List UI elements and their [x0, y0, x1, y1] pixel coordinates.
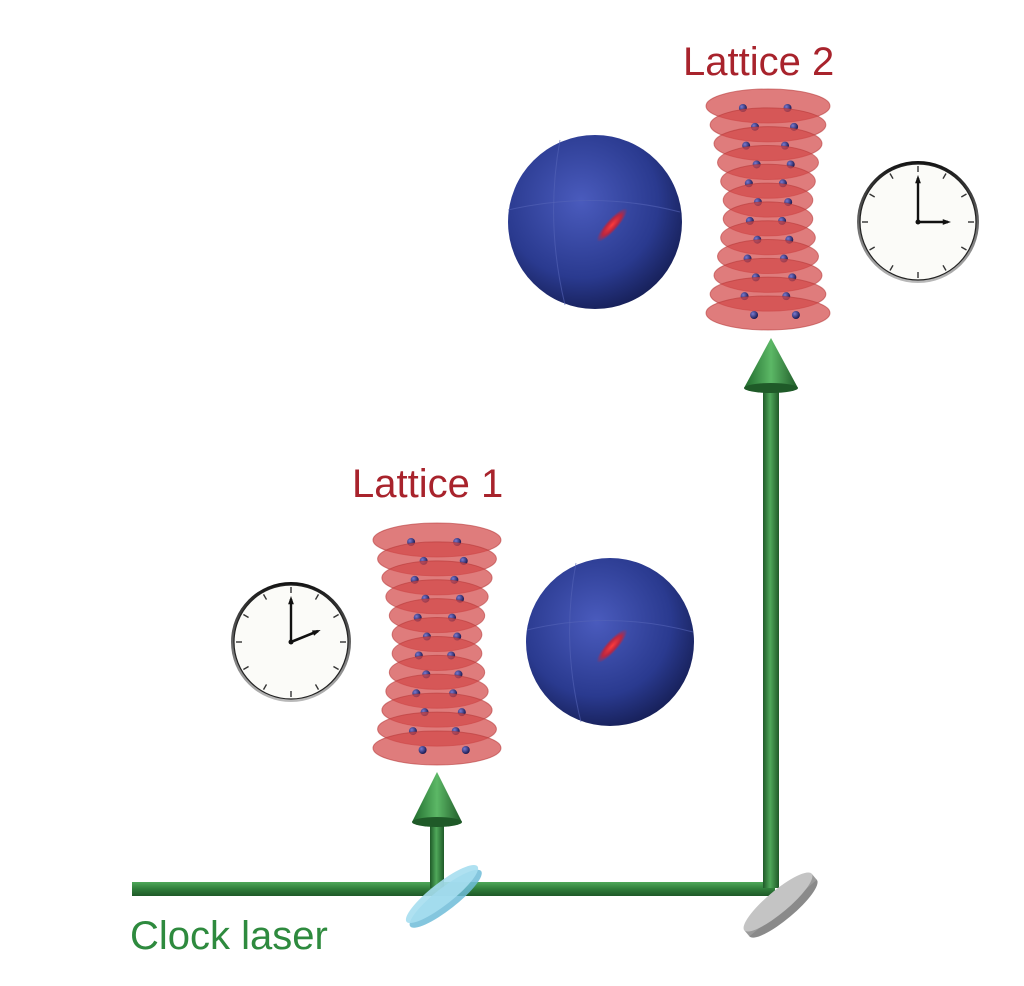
bloch-sphere-icon: [507, 135, 682, 309]
atom: [791, 311, 800, 319]
lattice-1-label: Lattice 1: [352, 462, 504, 506]
atom: [750, 311, 759, 319]
arrow-up-icon: [412, 772, 462, 827]
arrow-up-icon: [744, 338, 798, 393]
vertical-beam-lattice-1: [430, 820, 444, 888]
clock-icon: [857, 161, 979, 283]
atom: [461, 746, 470, 754]
bloch-sphere-icon: [526, 558, 694, 726]
lattice-1-stack: [372, 522, 502, 766]
lattice-layer: [705, 295, 831, 331]
lattice-2-label: Lattice 2: [683, 40, 835, 84]
vertical-beam-lattice-2: [763, 385, 779, 888]
lattice-2-stack: [705, 88, 831, 331]
atom: [418, 746, 427, 754]
mirror-icon: [743, 872, 818, 938]
clock-laser-label: Clock laser: [130, 914, 328, 958]
lattice-layer: [372, 730, 502, 766]
beam-splitter-icon: [405, 864, 482, 928]
clock-icon: [231, 582, 351, 702]
laser-beams: [132, 338, 798, 896]
